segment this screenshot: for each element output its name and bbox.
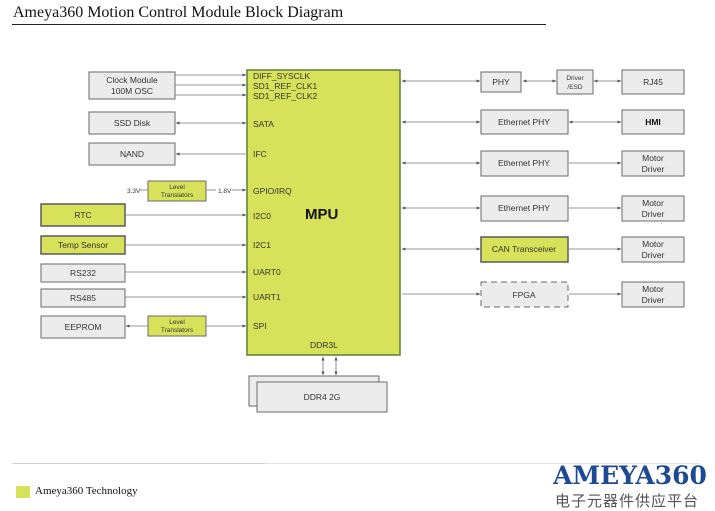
motor-driver-3-line1: Motor: [642, 239, 664, 249]
lt2-line1: Level: [169, 319, 185, 326]
logo-wordmark: AMEYA360: [553, 461, 707, 490]
port-uart1: UART1: [253, 292, 281, 302]
port-i2c0: I2C0: [253, 211, 271, 221]
temp-sensor-label: Temp Sensor: [58, 240, 108, 250]
level-translator-1: [147, 180, 207, 202]
rs232-block: [40, 263, 126, 283]
motor-driver-1-block: [621, 150, 685, 177]
ddr3l-port: DDR3L: [310, 340, 338, 350]
rs232-label: RS232: [70, 268, 96, 278]
lt1-line1: Level: [169, 184, 185, 191]
lt2-line2: Translators: [161, 327, 194, 334]
motor-driver-4-line2: Driver: [642, 295, 665, 305]
logo-tagline: 电子元器件供应平台: [555, 492, 700, 510]
motor-driver-2-block: [621, 195, 685, 222]
ethernet-phy-3-block: [480, 195, 569, 222]
ethernet-phy-1-block: [480, 109, 569, 135]
hmi-block: [621, 109, 685, 135]
ddr4-label: DDR4 2G: [304, 392, 341, 402]
motor-driver-1-line1: Motor: [642, 153, 664, 163]
mpu-label: MPU: [305, 206, 338, 223]
legend-swatch: [16, 486, 30, 498]
ddr4-block: [256, 381, 388, 413]
title-underline: [12, 24, 546, 25]
rtc-label: RTC: [74, 210, 91, 220]
legend-label: Ameya360 Technology: [35, 485, 138, 497]
port-diff-sysclk: DIFF_SYSCLK: [253, 71, 310, 81]
can-transceiver-block: [480, 236, 569, 263]
port-gpio-irq: GPIO/IRQ: [253, 186, 292, 196]
port-spi: SPI: [253, 321, 267, 331]
rj45-label: RJ45: [643, 77, 663, 87]
clock-osc-label: 100M OSC: [111, 86, 153, 96]
port-ifc: IFC: [253, 149, 267, 159]
footer-divider-light: [265, 463, 700, 464]
motor-driver-1-line2: Driver: [642, 164, 665, 174]
ethernet-phy-1-label: Ethernet PHY: [498, 117, 550, 127]
clock-module-label: Clock Module: [106, 75, 158, 85]
diagram-title: Ameya360 Motion Control Module Block Dia…: [13, 4, 344, 21]
fpga-block: [480, 281, 569, 308]
rs485-block: [40, 288, 126, 308]
phy-block: [480, 71, 522, 93]
hmi-label: HMI: [645, 117, 661, 127]
eeprom-label: EEPROM: [65, 322, 102, 332]
ethernet-phy-2-label: Ethernet PHY: [498, 158, 550, 168]
driver-esd-line2: /ESD: [567, 84, 582, 91]
driver-esd-block: [556, 69, 594, 95]
port-uart0: UART0: [253, 267, 281, 277]
port-sd1-ref-clk2: SD1_REF_CLK2: [253, 91, 318, 101]
motor-driver-2-line1: Motor: [642, 198, 664, 208]
ssd-disk-block: [88, 111, 176, 135]
nand-label: NAND: [120, 149, 144, 159]
ethernet-phy-3-label: Ethernet PHY: [498, 203, 550, 213]
can-transceiver-label: CAN Transceiver: [492, 244, 556, 254]
phy-label: PHY: [492, 77, 510, 87]
motor-driver-4-block: [621, 281, 685, 308]
ameya360-logo: AMEYA360 电子元器件供应平台: [553, 459, 715, 511]
eeprom-block: [40, 315, 126, 339]
motor-driver-2-line2: Driver: [642, 209, 665, 219]
lt1-line2: Translators: [161, 192, 194, 199]
nand-block: [88, 142, 176, 166]
voltage-1v8-label: 1.8V: [218, 188, 232, 195]
clock-module-block: [88, 71, 176, 100]
voltage-3v3-label: 3.3V: [127, 188, 141, 195]
motor-driver-3-block: [621, 236, 685, 263]
port-sata: SATA: [253, 119, 274, 129]
ethernet-phy-2-block: [480, 150, 569, 177]
port-sd1-ref-clk1: SD1_REF_CLK1: [253, 81, 318, 91]
motor-driver-4-line1: Motor: [642, 284, 664, 294]
ssd-disk-label: SSD Disk: [114, 118, 151, 128]
fpga-label: FPGA: [512, 290, 535, 300]
port-i2c1: I2C1: [253, 240, 271, 250]
driver-esd-line1: Driver: [566, 75, 584, 82]
rj45-block: [621, 69, 685, 95]
mpu-block: [246, 69, 401, 356]
rs485-label: RS485: [70, 293, 96, 303]
block-diagram: MPU DDR3L DIFF_SYSCLK SD1_REF_CLK1 SD1_R…: [40, 69, 685, 413]
motor-driver-3-line2: Driver: [642, 250, 665, 260]
footer-divider: [12, 463, 265, 464]
